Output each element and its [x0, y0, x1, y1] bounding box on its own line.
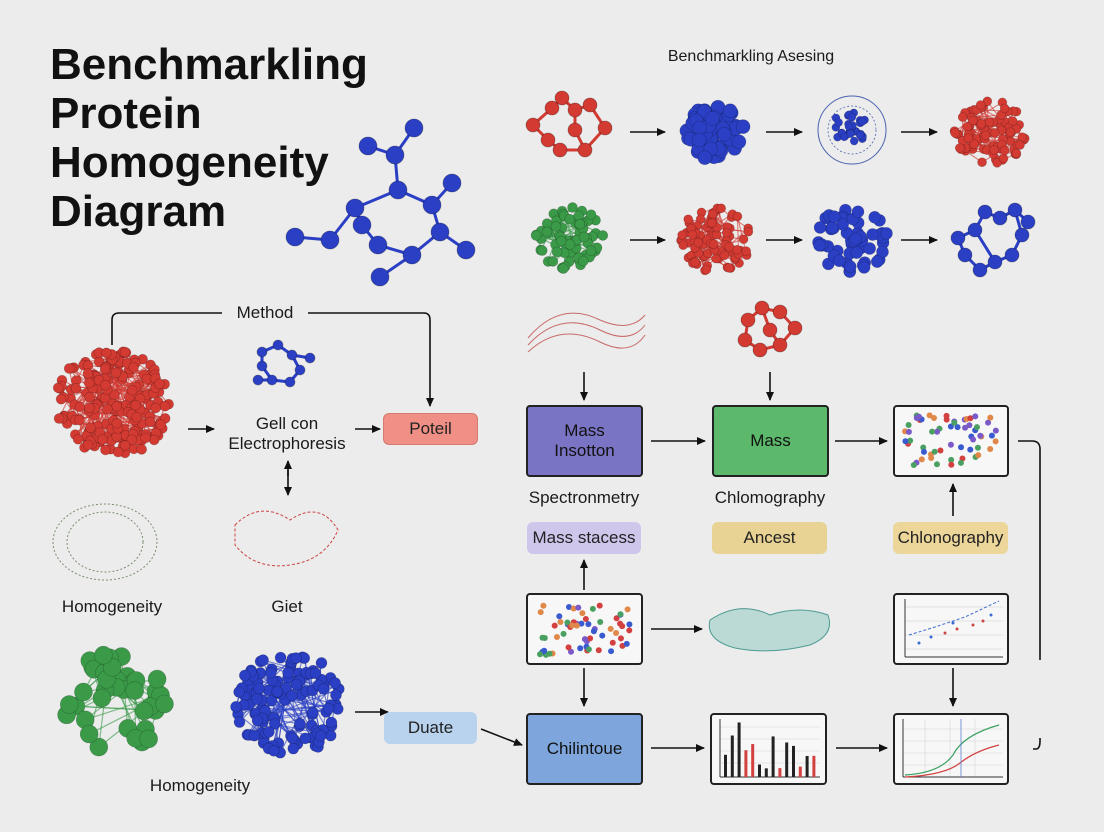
scatter-plot-icon	[902, 412, 999, 469]
gel-label: Giet	[271, 597, 303, 616]
poteil-box[interactable]: Poteil	[383, 413, 478, 445]
right-bracket-tail	[1033, 738, 1041, 750]
chilintoue-label: Chilintoue	[546, 739, 623, 758]
chromatography-label: Chlomography	[714, 488, 826, 507]
mesh-sphere-icon	[52, 503, 158, 581]
title-line-3: Homogeneity	[50, 138, 329, 187]
duate-label: Duate	[407, 718, 454, 737]
method-label: Method	[236, 303, 294, 322]
caged-sphere-icon	[817, 95, 887, 165]
blue-flat-cluster-icon	[812, 203, 893, 278]
duate-box[interactable]: Duate	[384, 712, 477, 744]
gel-mesh-icon	[234, 510, 339, 567]
green-cluster-molecule-icon	[530, 202, 609, 274]
scatter-plot-box	[893, 405, 1009, 477]
page-title: Benchmarkling Protein Homogeneity Diagra…	[50, 40, 368, 236]
title-line-2: Protein	[50, 89, 202, 138]
red-large-cluster-icon	[52, 346, 174, 459]
homogeneity-label-1: Homogeneity	[61, 597, 163, 616]
green-ball-molecule-icon	[57, 645, 174, 757]
molecule-layer	[52, 90, 1036, 759]
line-scatter-box	[893, 593, 1009, 665]
blue-caged-core-icon	[831, 108, 869, 146]
mass-stacess-label: Mass stacess	[532, 528, 636, 547]
wave-mesh-top	[527, 312, 646, 353]
homogeneity-label-2: Homogeneity	[149, 776, 251, 795]
chlonography-box[interactable]: Chlonography	[893, 522, 1008, 554]
line-scatter-icon	[904, 599, 1003, 658]
mesh-sphere-inner	[66, 511, 144, 573]
caged-sphere-inner	[827, 105, 877, 155]
mass-insotton-line-1: Mass	[564, 421, 605, 440]
arrows	[111, 128, 1041, 752]
gel-label-line-1: Gell con	[255, 414, 319, 433]
line-chart-box	[893, 713, 1009, 785]
red-cluster-molecule-icon-1	[949, 96, 1030, 168]
title-molecule-icon	[285, 118, 476, 287]
dots-plot-icon	[537, 602, 633, 658]
mass-insotton-box[interactable]: Mass Insotton	[526, 405, 643, 477]
small-blue-molecule-icon	[252, 339, 316, 388]
chlonography-label: Chlonography	[897, 528, 1004, 547]
arrow-to-chilintoue	[480, 728, 523, 746]
blue-sphere-molecule-icon	[679, 99, 751, 165]
method-bracket-right	[308, 312, 434, 407]
spectrometry-label: Spectronmetry	[528, 488, 640, 507]
bar-chart-icon	[719, 719, 820, 778]
mass-insotton-line-2: Insotton	[554, 441, 615, 460]
mass-label: Mass	[750, 431, 791, 450]
red-chain-molecule-icon-1	[525, 90, 613, 158]
blue-dense-cluster-icon	[230, 651, 345, 759]
mesh-shapes	[52, 95, 887, 652]
line-chart-icon	[902, 719, 1003, 778]
mass-box[interactable]: Mass	[712, 405, 829, 477]
ancest-label: Ancest	[743, 528, 796, 547]
method-bracket-left	[111, 312, 222, 345]
wave-mesh-middle	[708, 608, 830, 652]
poteil-label: Poteil	[409, 419, 452, 438]
gel-label-line-2: Electrophoresis	[228, 434, 346, 453]
ancest-box[interactable]: Ancest	[712, 522, 827, 554]
top-heading: Benchmarkling Asesing	[667, 48, 835, 65]
chilintoue-box[interactable]: Chilintoue	[526, 713, 643, 785]
title-line-1: Benchmarkling	[50, 40, 368, 89]
mixed-chain-molecule-icon	[950, 202, 1036, 278]
title-line-4: Diagram	[50, 187, 227, 236]
mass-stacess-box[interactable]: Mass stacess	[527, 522, 641, 554]
dots-plot-box	[526, 593, 643, 665]
right-bracket	[1018, 440, 1041, 660]
red-cluster-molecule-icon-2	[676, 203, 754, 276]
small-red-molecule-icon	[737, 300, 803, 358]
bar-chart-box	[710, 713, 827, 785]
